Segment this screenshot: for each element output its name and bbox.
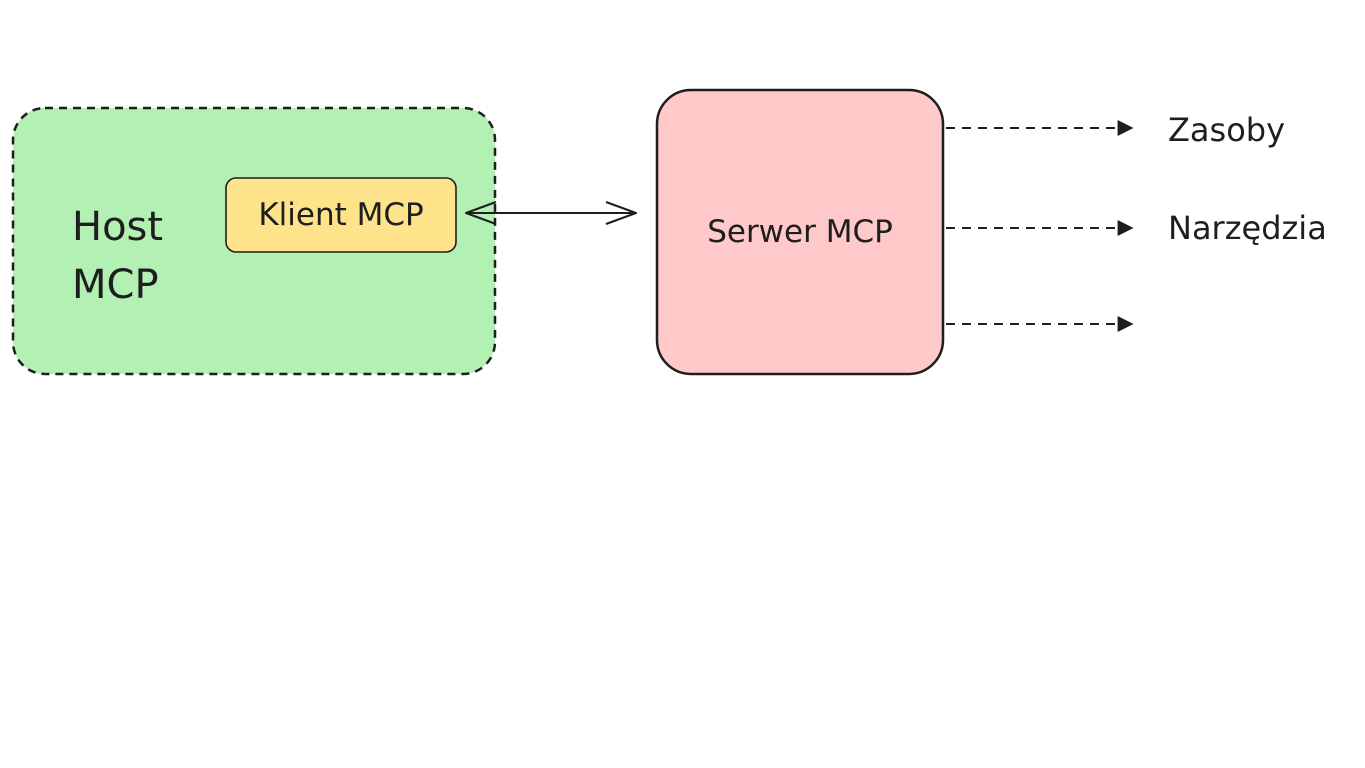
output-label-resources: Zasoby (1168, 111, 1286, 149)
output-label-tools: Narzędzia (1168, 209, 1327, 247)
client-box (225, 177, 457, 253)
client-label: Klient MCP (258, 197, 424, 233)
server-box (655, 88, 945, 376)
server-label: Serwer MCP (707, 214, 893, 250)
host-label: Host MCP (72, 204, 164, 308)
bidirectional-arrow (465, 201, 637, 225)
